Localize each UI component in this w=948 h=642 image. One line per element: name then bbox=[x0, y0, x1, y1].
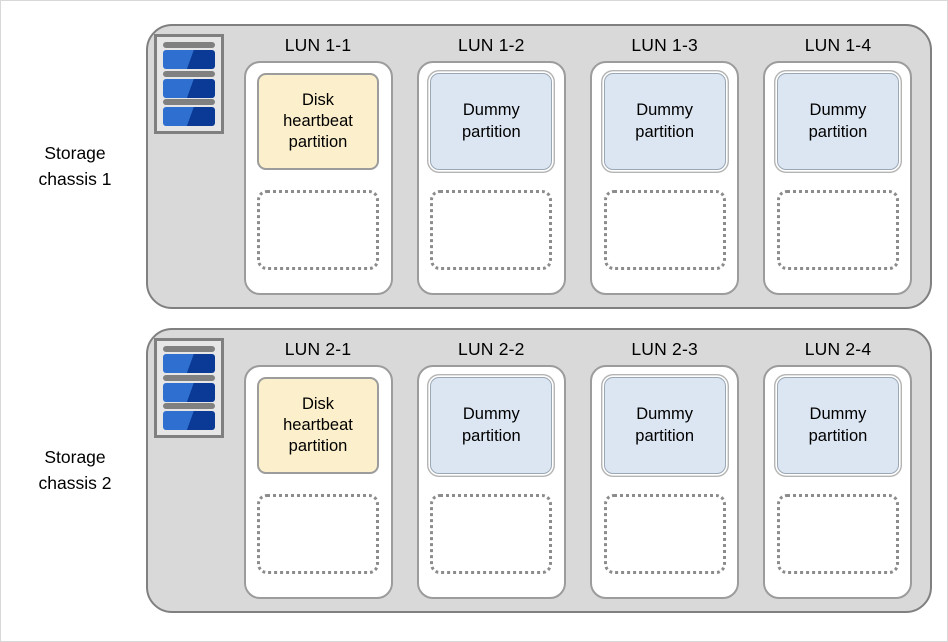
storage-array-icon bbox=[154, 34, 224, 134]
dummy-partition: Dummy partition bbox=[776, 73, 899, 170]
lun-strip-2: LUN 2-1 Disk heartbeat partition LUN 2-2… bbox=[234, 330, 922, 615]
empty-partition-slot bbox=[603, 190, 726, 270]
lun-column: LUN 2-2 Dummy partition bbox=[411, 330, 571, 615]
lun-title: LUN 1-2 bbox=[458, 35, 525, 55]
dummy-partition: Dummy partition bbox=[776, 377, 899, 474]
lun-title: LUN 2-4 bbox=[804, 339, 872, 359]
lun-column: LUN 2-4 Dummy partition bbox=[758, 330, 918, 615]
disk-drive-icon bbox=[163, 354, 215, 373]
lun-title: LUN 2-1 bbox=[284, 339, 352, 359]
empty-partition-slot bbox=[257, 190, 379, 270]
disk-drive-icon bbox=[163, 50, 215, 69]
drive-slot-icon bbox=[163, 374, 215, 381]
lun-column: LUN 1-3 Dummy partition bbox=[585, 26, 745, 311]
empty-partition-slot bbox=[776, 494, 899, 574]
disk-drive-icon bbox=[163, 78, 215, 98]
disk-drive-icon bbox=[163, 382, 215, 402]
dummy-partition: Dummy partition bbox=[430, 377, 553, 474]
lun-strip-1: LUN 1-1 Disk heartbeat partition LUN 1-2… bbox=[234, 26, 922, 311]
drive-slot-icon bbox=[163, 99, 215, 105]
dummy-partition: Dummy partition bbox=[603, 377, 726, 474]
lun-title: LUN 1-4 bbox=[804, 35, 872, 55]
chassis-label-1: Storage chassis 1 bbox=[38, 143, 112, 189]
lun-panel: Disk heartbeat partition bbox=[243, 61, 393, 295]
empty-partition-slot bbox=[257, 494, 379, 574]
drive-bay bbox=[163, 374, 215, 402]
lun-column: LUN 1-1 Disk heartbeat partition bbox=[238, 26, 398, 311]
disk-drive-icon bbox=[163, 107, 215, 126]
disk-heartbeat-partition: Disk heartbeat partition bbox=[257, 377, 379, 474]
lun-panel: Dummy partition bbox=[590, 61, 740, 295]
empty-partition-slot bbox=[776, 190, 899, 270]
dummy-partition: Dummy partition bbox=[430, 73, 553, 170]
empty-partition-slot bbox=[603, 494, 726, 574]
lun-column: LUN 1-4 Dummy partition bbox=[758, 26, 918, 311]
storage-array-icon bbox=[154, 338, 224, 438]
drive-slot-icon bbox=[163, 346, 215, 352]
lun-panel: Dummy partition bbox=[416, 61, 566, 295]
lun-title: LUN 2-3 bbox=[631, 339, 698, 359]
lun-title: LUN 1-1 bbox=[284, 35, 352, 55]
lun-panel: Dummy partition bbox=[763, 365, 913, 599]
drive-bay bbox=[163, 99, 215, 126]
chassis-box-2: LUN 2-1 Disk heartbeat partition LUN 2-2… bbox=[146, 328, 932, 613]
drive-bay bbox=[163, 346, 215, 373]
drive-slot-icon bbox=[163, 70, 215, 77]
lun-column: LUN 2-1 Disk heartbeat partition bbox=[238, 330, 398, 615]
drive-slot-icon bbox=[163, 42, 215, 48]
drive-slot-icon bbox=[163, 403, 215, 409]
disk-heartbeat-partition: Disk heartbeat partition bbox=[257, 73, 379, 170]
chassis-label-2: Storage chassis 2 bbox=[38, 447, 112, 493]
chassis-box-1: LUN 1-1 Disk heartbeat partition LUN 1-2… bbox=[146, 24, 932, 309]
dummy-partition: Dummy partition bbox=[603, 73, 726, 170]
lun-panel: Dummy partition bbox=[763, 61, 913, 295]
lun-title: LUN 1-3 bbox=[631, 35, 698, 55]
lun-panel: Disk heartbeat partition bbox=[243, 365, 393, 599]
lun-column: LUN 2-3 Dummy partition bbox=[585, 330, 745, 615]
lun-panel: Dummy partition bbox=[416, 365, 566, 599]
disk-drive-icon bbox=[163, 411, 215, 430]
storage-chassis-row-1: Storage chassis 1 LUN 1-1 bbox=[1, 24, 948, 309]
lun-panel: Dummy partition bbox=[590, 365, 740, 599]
storage-chassis-row-2: Storage chassis 2 LUN 2-1 bbox=[1, 328, 948, 613]
drive-bay bbox=[163, 70, 215, 98]
lun-column: LUN 1-2 Dummy partition bbox=[411, 26, 571, 311]
empty-partition-slot bbox=[430, 190, 553, 270]
empty-partition-slot bbox=[430, 494, 553, 574]
drive-bay bbox=[163, 42, 215, 69]
drive-bay bbox=[163, 403, 215, 430]
lun-title: LUN 2-2 bbox=[458, 339, 525, 359]
